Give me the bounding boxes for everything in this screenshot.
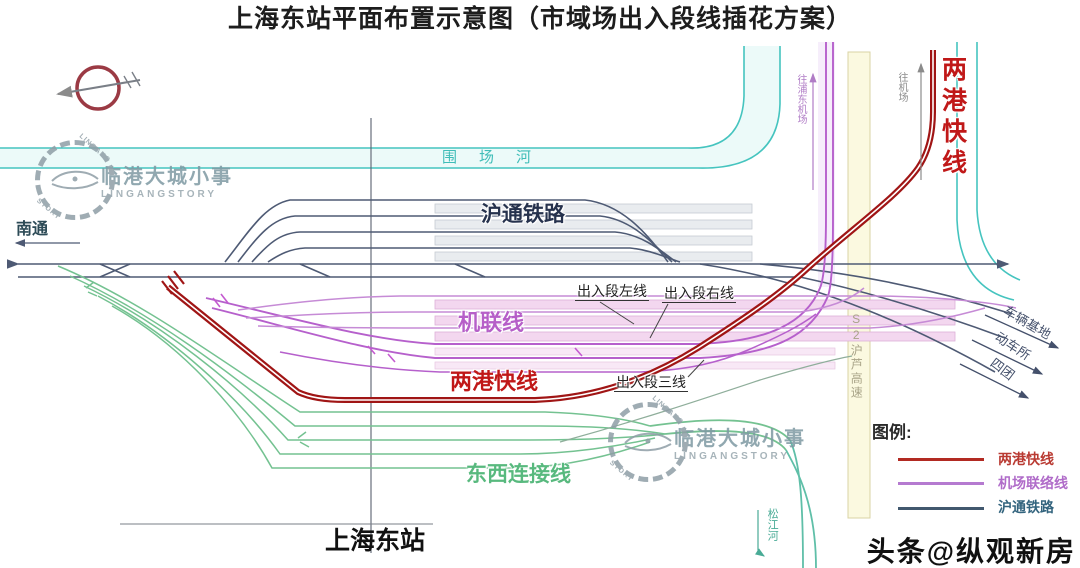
watermark-texts: 临港大城小事 LINGANGSTORY	[674, 422, 806, 462]
compass-icon	[56, 65, 141, 111]
lianggang-line	[161, 50, 936, 403]
legend-label-hutong: 沪通铁路	[998, 499, 1054, 516]
lingang-logo-icon: LINGANG STORY	[608, 395, 688, 483]
label-station: 上海东站	[324, 527, 425, 555]
label-nantong: 南通	[16, 221, 49, 238]
label-to-airport: 往机场	[896, 72, 907, 102]
watermark-lingang-center: LINGANG STORY 临港大城小事 LINGANGSTORY	[608, 395, 806, 483]
label-depot-left: 出入段左线	[575, 283, 649, 302]
label-hutong-railway: 沪通铁路	[481, 203, 565, 226]
bridge-glyph-icon	[624, 432, 672, 452]
legend-item: 机场联络线	[872, 475, 1068, 492]
label-to-pudong-airport: 往浦东机场	[795, 74, 806, 124]
legend-title: 图例:	[872, 423, 912, 442]
label-expressway: S2沪芦高速	[849, 312, 864, 400]
airport-link-tracks	[205, 42, 1017, 373]
platforms	[434, 203, 956, 370]
legend-label-airport-link: 机场联络线	[998, 475, 1068, 492]
legend-line-lianggang	[898, 457, 984, 461]
label-lianggang-mid: 两港快线	[450, 369, 539, 394]
label-songjiang-river: 松江河	[766, 508, 779, 541]
watermark-cn: 临港大城小事	[674, 428, 806, 450]
label-depot-third: 出入段三线	[614, 374, 688, 393]
legend-line-airport-link	[898, 482, 984, 486]
label-lianggang-top: 两港快线	[938, 56, 967, 180]
watermark-lingang-left: LINGANG STORY 临港大城小事 LINGANGSTORY	[35, 133, 233, 221]
label-depot-right: 出入段右线	[662, 285, 736, 304]
bridge-glyph-icon	[51, 170, 99, 190]
credit-watermark: 头条@纵观新房	[866, 536, 1076, 568]
watermark-en: LINGANGSTORY	[101, 189, 218, 200]
annotation-arrows	[14, 62, 1060, 557]
lingang-logo-icon: LINGANG STORY	[35, 133, 115, 221]
watermark-cn: 临港大城小事	[101, 166, 233, 188]
legend-label-lianggang: 两港快线	[998, 450, 1054, 467]
legend-line-hutong	[898, 506, 984, 510]
road-band	[847, 51, 871, 519]
diagram-title: 上海东站平面布置示意图（市域场出入段线插花方案）	[227, 6, 852, 33]
label-weichang-river: 围场河	[442, 149, 554, 166]
label-jilian-line: 机联线	[458, 310, 525, 335]
watermark-en: LINGANGSTORY	[674, 451, 791, 462]
hutong-tracks	[6, 199, 1013, 373]
legend-item: 两港快线	[872, 450, 1068, 467]
legend: 图例: 两港快线 机场联络线 沪通铁路	[872, 423, 1068, 516]
watermark-texts: 临港大城小事 LINGANGSTORY	[101, 160, 233, 200]
label-east-west-link: 东西连接线	[466, 463, 571, 486]
legend-item: 沪通铁路	[872, 500, 1068, 515]
